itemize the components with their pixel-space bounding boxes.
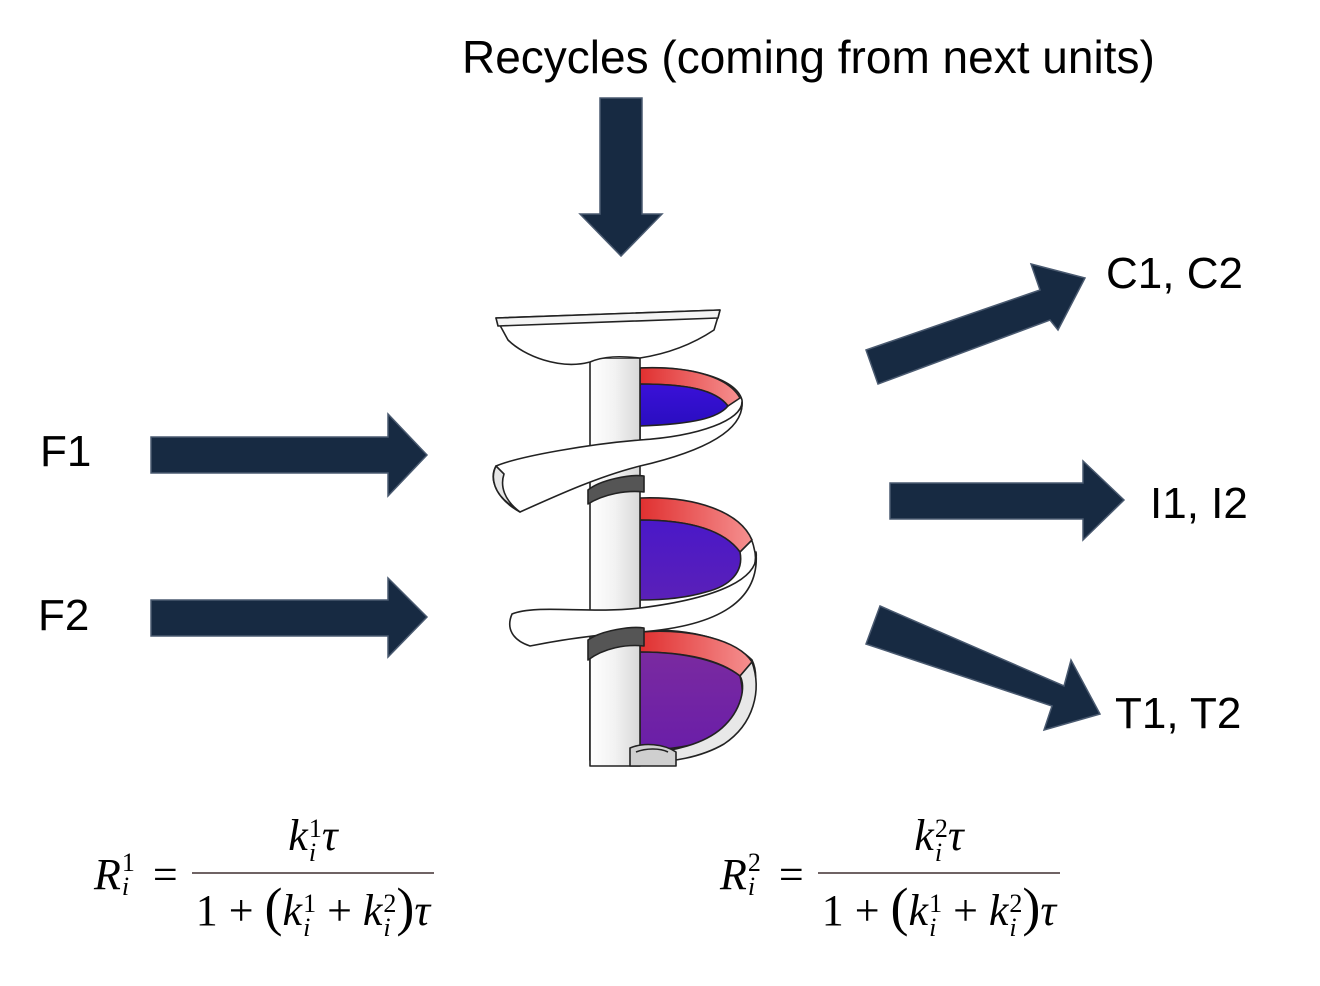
equals-sign: = <box>152 849 178 899</box>
k2-subscript: i <box>383 912 391 942</box>
sup-sub: 2 i <box>747 848 761 902</box>
k1-superscript: 1 <box>303 888 317 918</box>
one: 1 <box>821 885 844 935</box>
k-subscript: i <box>934 837 943 867</box>
k2-subscript: i <box>1009 912 1017 942</box>
symbol-r: R <box>94 849 121 899</box>
output-t-label: T1, T2 <box>1115 689 1242 738</box>
equals-sign: = <box>778 849 804 899</box>
output-i-label: I1, I2 <box>1150 479 1248 528</box>
input-f1-label: F1 <box>40 427 92 476</box>
i-arrow <box>889 459 1126 542</box>
plus: + <box>953 885 978 935</box>
k-superscript: 1 <box>308 813 322 843</box>
superscript: 2 <box>747 848 761 878</box>
recycles-label: Recycles (coming from next units) <box>462 31 1155 83</box>
equation-lhs: R 2 i <box>720 849 761 900</box>
plus: + <box>327 885 352 935</box>
tau: τ <box>947 811 964 860</box>
t-arrow <box>865 604 1102 732</box>
k-subscript: i <box>308 837 317 867</box>
k1-subscript: i <box>929 912 937 942</box>
f2-arrow <box>150 576 429 659</box>
subscript: i <box>121 872 130 902</box>
tau: τ <box>321 811 338 860</box>
k1-superscript: 1 <box>929 888 943 918</box>
k1-subscript: i <box>303 912 311 942</box>
input-f2-label: F2 <box>38 591 90 640</box>
plus: + <box>854 885 880 935</box>
c-arrow <box>865 262 1087 385</box>
sup-sub: 1 i <box>121 848 135 902</box>
equation-lhs: R 1 i <box>94 849 135 900</box>
tau: τ <box>1040 885 1057 935</box>
subscript: i <box>747 872 756 902</box>
fraction-bar <box>191 871 435 874</box>
one: 1 <box>195 885 218 935</box>
k-superscript: 2 <box>934 813 948 843</box>
k2-superscript: 2 <box>1009 888 1023 918</box>
symbol-r: R <box>720 849 747 899</box>
tau: τ <box>414 885 431 935</box>
recycle-arrow <box>578 97 664 258</box>
k2-superscript: 2 <box>383 888 397 918</box>
plus: + <box>228 885 254 935</box>
fraction-bar <box>817 871 1061 874</box>
output-c-label: C1, C2 <box>1106 249 1243 298</box>
f1-arrow <box>150 412 429 498</box>
superscript: 1 <box>121 848 135 878</box>
spiral-separator-illustration <box>492 309 757 767</box>
